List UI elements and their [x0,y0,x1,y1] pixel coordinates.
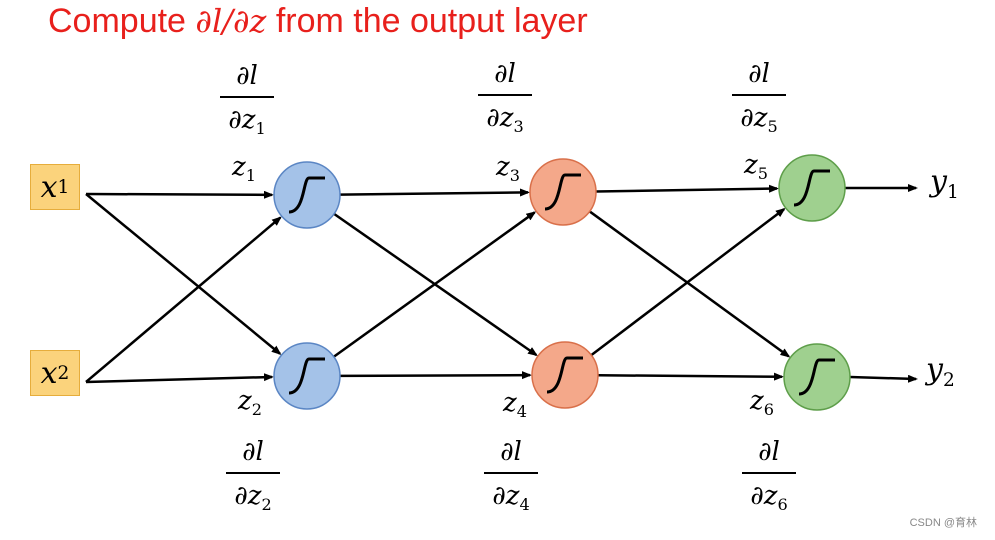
z-var: z [750,386,764,416]
neuron-z5 [778,154,846,222]
sigmoid-icon [288,357,325,395]
gradient-numerator: ∂l [748,59,770,89]
neuron-label-z5: z5 [744,150,768,183]
edge-x2-z2 [85,373,275,384]
input-sub: 2 [57,362,70,384]
edge-z4-z6 [597,372,785,381]
gradient-numerator: ∂l [236,61,258,91]
edge-z1-z3 [339,188,531,197]
edge-z3-z5 [595,184,780,193]
neuron-z2 [273,342,341,410]
edge-z6-y2 [849,374,918,383]
z-sub: 6 [763,400,774,420]
edge-z2-z3 [333,211,537,358]
neuron-label-z1: z1 [232,152,256,185]
gradient-denominator: ∂z4 [492,481,530,515]
gradient-dl-dz2: ∂l ∂z2 [208,434,298,523]
z-var: z [503,388,517,418]
neuron-circle [778,154,846,222]
gradient-denominator: ∂z1 [228,105,266,139]
watermark: CSDN @育林 [909,517,977,529]
gradient-dl-dz4: ∂l ∂z4 [466,434,556,523]
fraction-bar [220,96,274,98]
z-sub: 1 [245,166,256,186]
sigmoid-icon [546,356,583,394]
neuron-z4 [531,341,599,409]
neuron-circle [273,342,341,410]
neuron-circle [273,161,341,229]
neuron-circle [531,341,599,409]
output-var: y [930,164,947,199]
output-y1: y1 [930,164,959,203]
fraction-bar [484,472,538,474]
neuron-z3 [529,158,597,226]
title-prefix: Compute [48,2,196,40]
z-sub: 5 [757,164,768,184]
z-var: z [496,152,510,182]
gradient-dl-dz1: ∂l ∂z1 [202,58,292,147]
edge-z4-z5 [590,207,786,357]
sigmoid-icon [288,176,325,214]
gradient-dl-dz6: ∂l ∂z6 [724,434,814,523]
z-var: z [744,150,758,180]
neuron-circle [783,343,851,411]
edge-x1-z2 [85,193,282,356]
edge-x1-z1 [85,190,275,199]
fraction-bar [226,472,280,474]
gradient-numerator: ∂l [758,437,780,467]
input-var: x [40,355,58,391]
fraction-bar [742,472,796,474]
z-sub: 2 [251,400,262,420]
input-var: x [40,169,58,205]
gradient-denominator: ∂z5 [740,103,778,137]
output-var: y [926,352,943,387]
sigmoid-icon [544,173,581,211]
diagram-title: Compute ∂l/∂z from the output layer [48,2,588,41]
gradient-dl-dz3: ∂l ∂z3 [460,56,550,145]
neuron-circle [529,158,597,226]
fraction-bar [478,94,532,96]
gradient-dl-dz5: ∂l ∂z5 [714,56,804,145]
neuron-label-z6: z6 [750,386,774,419]
gradient-numerator: ∂l [494,59,516,89]
gradient-denominator: ∂z6 [750,481,788,515]
output-sub: 1 [946,182,959,203]
z-var: z [232,152,246,182]
fraction-bar [732,94,786,96]
neuron-z1 [273,161,341,229]
gradient-denominator: ∂z3 [486,103,524,137]
edge-z2-z4 [339,371,533,380]
gradient-numerator: ∂l [500,437,522,467]
neuron-label-z3: z3 [496,152,520,185]
gradient-numerator: ∂l [242,437,264,467]
input-sub: 1 [57,176,70,198]
title-suffix: from the output layer [266,2,588,40]
edge-z3-z6 [588,210,791,358]
neuron-label-z2: z2 [238,386,262,419]
output-sub: 2 [942,370,955,391]
sigmoid-icon [793,169,830,207]
title-math: ∂l/∂z [195,2,267,40]
neuron-z6 [783,343,851,411]
z-var: z [238,386,252,416]
output-y2: y2 [926,352,955,391]
z-sub: 3 [509,166,520,186]
sigmoid-icon [798,358,835,396]
edge-x2-z1 [85,216,282,383]
gradient-denominator: ∂z2 [234,481,272,515]
z-sub: 4 [516,402,527,422]
neuron-label-z4: z4 [503,388,527,421]
